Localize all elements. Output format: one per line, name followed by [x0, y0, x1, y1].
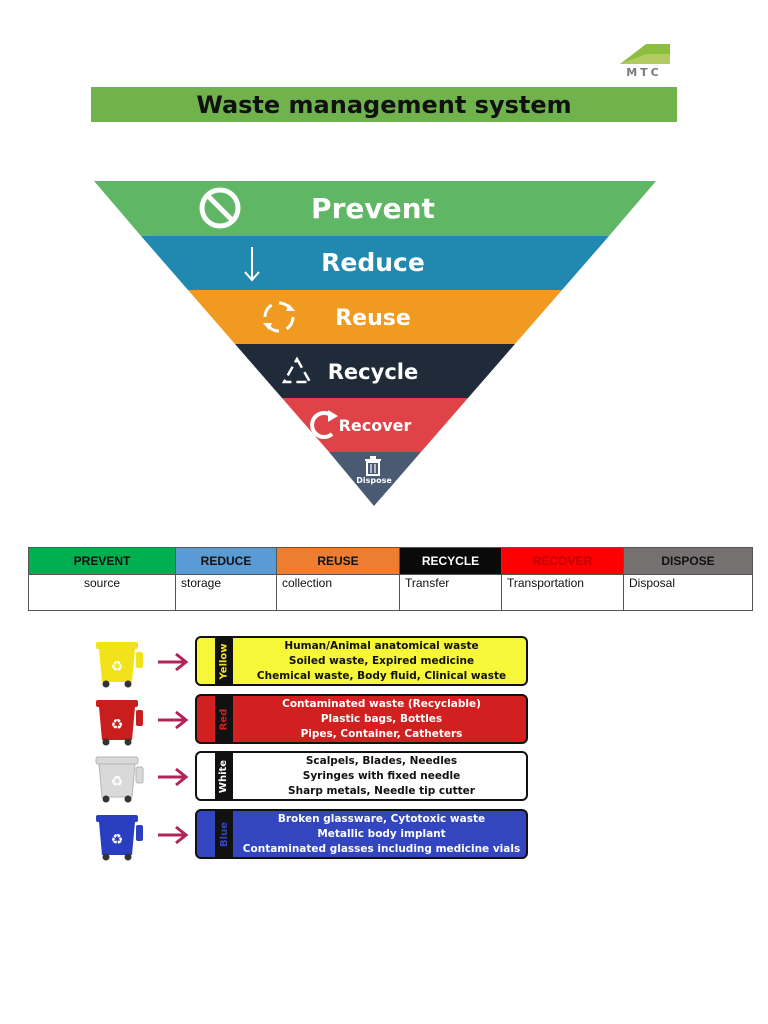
yellow-bin-icon: ♻: [96, 642, 143, 688]
reduce-band: [141, 236, 609, 290]
bin-row-white: ♻ White Scalpels, Blades, Needles Syring…: [90, 751, 540, 803]
bin-row-red: ♻ Red Contaminated waste (Recyclable) Pl…: [90, 694, 540, 746]
bin-lines-yellow: Human/Animal anatomical waste Soiled was…: [241, 638, 522, 684]
pyramid-level-reduce: Reduce: [141, 236, 609, 290]
bin-tag-red: Red: [215, 696, 233, 742]
bin-line: Contaminated waste (Recyclable): [282, 697, 481, 710]
mtc-logo: MTC: [616, 42, 672, 80]
bin-description-red: Red Contaminated waste (Recyclable) Plas…: [195, 694, 528, 744]
blue-bin-icon: ♻: [96, 815, 143, 861]
bin-lines-blue: Broken glassware, Cytotoxic waste Metall…: [241, 811, 522, 857]
circular-arrow-icon: [310, 410, 338, 439]
no-entry-icon: [199, 187, 241, 229]
dispose-label: Dispose: [356, 476, 392, 485]
red-bin-icon: ♻: [96, 700, 143, 746]
pyramid-level-recover: Recover: [282, 398, 468, 452]
bin-row-blue: ♻ Blue Broken glassware, Cytotoxic waste…: [90, 809, 540, 861]
cell-source: source: [28, 574, 176, 611]
header-recycle: RECYCLE: [399, 547, 502, 575]
bin-line: Contaminated glasses including medicine …: [242, 842, 521, 855]
svg-text:♻: ♻: [111, 658, 124, 674]
header-reuse: REUSE: [276, 547, 400, 575]
waste-steps-table: PREVENT REDUCE REUSE RECYCLE RECOVER DIS…: [28, 547, 753, 611]
bin-lines-red: Contaminated waste (Recyclable) Plastic …: [241, 696, 522, 742]
cell-transfer: Transfer: [399, 574, 502, 611]
right-arrow-icon: [158, 825, 189, 845]
down-arrow-icon: [244, 247, 260, 282]
cell-storage: storage: [175, 574, 277, 611]
bin-tag-white: White: [215, 753, 233, 799]
cycle-arrows-icon: [263, 301, 295, 333]
pyramid-level-prevent: Prevent: [94, 181, 656, 236]
bin-tag-yellow: Yellow: [215, 638, 233, 684]
bin-line: Human/Animal anatomical waste: [284, 639, 479, 652]
header-reduce: REDUCE: [175, 547, 277, 575]
bin-row-yellow: ♻ Yellow Human/Animal anatomical waste S…: [90, 636, 540, 688]
table-header-row: PREVENT REDUCE REUSE RECYCLE RECOVER DIS…: [28, 547, 753, 575]
pyramid-level-recycle: Recycle: [235, 344, 515, 398]
right-arrow-icon: [158, 710, 189, 730]
header-prevent: PREVENT: [28, 547, 176, 575]
pyramid-level-dispose: Dispose: [329, 452, 421, 506]
waste-bins-legend: ♻ Yellow Human/Animal anatomical waste S…: [90, 632, 540, 864]
reduce-label: Reduce: [321, 248, 425, 277]
cell-collection: collection: [276, 574, 400, 611]
bin-line: Pipes, Container, Catheters: [300, 727, 463, 740]
bin-line: Scalpels, Blades, Needles: [305, 754, 458, 767]
waste-hierarchy-pyramid: Prevent Reduce Reuse Recycle Recover: [94, 181, 656, 506]
bin-line: Broken glassware, Cytotoxic waste: [277, 812, 486, 825]
header-dispose: DISPOSE: [623, 547, 753, 575]
bin-line: Plastic bags, Bottles: [320, 712, 443, 725]
pyramid-level-reuse: Reuse: [188, 290, 562, 344]
recover-label: Recover: [339, 416, 412, 435]
recycle-label: Recycle: [328, 360, 418, 384]
prevent-label: Prevent: [311, 192, 435, 225]
bin-line: Syringes with fixed needle: [302, 769, 461, 782]
bin-description-white: White Scalpels, Blades, Needles Syringes…: [195, 751, 528, 801]
bin-line: Sharp metals, Needle tip cutter: [288, 784, 475, 797]
bin-tag-blue: Blue: [215, 811, 233, 857]
header-recover: RECOVER: [501, 547, 624, 575]
recycle-icon: [281, 356, 313, 384]
right-arrow-icon: [158, 767, 189, 787]
svg-text:♻: ♻: [111, 831, 124, 847]
logo-mark: [620, 44, 670, 64]
right-arrow-icon: [158, 652, 189, 672]
reuse-label: Reuse: [335, 306, 411, 331]
bin-lines-white: Scalpels, Blades, Needles Syringes with …: [241, 753, 522, 799]
bin-description-yellow: Yellow Human/Animal anatomical waste Soi…: [195, 636, 528, 686]
svg-text:♻: ♻: [111, 716, 124, 732]
table-row: source storage collection Transfer Trans…: [28, 574, 753, 611]
bin-line: Soiled waste, Expired medicine: [288, 654, 475, 667]
dispose-band: [329, 452, 421, 506]
logo-text: MTC: [626, 66, 662, 79]
recycle-band: [235, 344, 515, 398]
bin-description-blue: Blue Broken glassware, Cytotoxic waste M…: [195, 809, 528, 859]
white-bin-icon: ♻: [95, 756, 144, 803]
bin-line: Chemical waste, Body fluid, Clinical was…: [256, 669, 507, 682]
bin-line: Metallic body implant: [317, 827, 446, 840]
cell-disposal: Disposal: [623, 574, 753, 611]
svg-text:♻: ♻: [111, 773, 124, 789]
trash-can-icon: [365, 456, 381, 476]
page-title-bar: Waste management system: [91, 87, 677, 122]
page-title: Waste management system: [196, 90, 572, 119]
cell-transportation: Transportation: [501, 574, 624, 611]
